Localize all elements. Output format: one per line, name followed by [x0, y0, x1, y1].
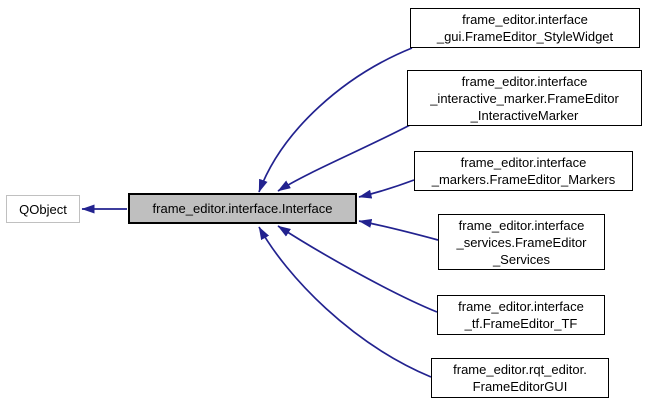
- node-services-label: frame_editor.interface _services.FrameEd…: [452, 217, 590, 268]
- node-services[interactable]: frame_editor.interface _services.FrameEd…: [438, 214, 605, 270]
- node-qobject: QObject: [6, 195, 80, 223]
- node-stylewidget-label: frame_editor.interface _gui.FrameEditor_…: [433, 11, 617, 45]
- node-rqteditor-line-2: FrameEditorGUI: [472, 379, 568, 394]
- node-interface-current[interactable]: frame_editor.interface.Interface: [128, 193, 357, 224]
- node-rqteditor[interactable]: frame_editor.rqt_editor. FrameEditorGUI: [431, 358, 609, 398]
- node-markers-line-1: frame_editor.interface: [460, 155, 587, 170]
- node-services-line-2: _services.FrameEditor: [456, 234, 587, 250]
- edge-markers-to-interface: [358, 179, 415, 199]
- node-interactivemarker-line-1: frame_editor.interface: [461, 73, 588, 89]
- node-interactivemarker[interactable]: frame_editor.interface _interactive_mark…: [407, 70, 642, 126]
- node-services-line-1: frame_editor.interface: [458, 217, 585, 233]
- node-markers[interactable]: frame_editor.interface _markers.FrameEdi…: [414, 151, 633, 191]
- node-interactivemarker-line-3: _InteractiveMarker: [470, 107, 579, 123]
- node-rqteditor-line-1: frame_editor.rqt_editor.: [453, 362, 587, 377]
- node-stylewidget-line-1: frame_editor.interface: [462, 12, 588, 27]
- node-tf-label: frame_editor.interface _tf.FrameEditor_T…: [454, 298, 588, 332]
- node-interactivemarker-label: frame_editor.interface _interactive_mark…: [426, 73, 623, 124]
- node-tf-line-2: _tf.FrameEditor_TF: [464, 316, 578, 331]
- edge-tf-to-interface: [277, 225, 438, 313]
- node-tf-line-1: frame_editor.interface: [458, 299, 584, 314]
- node-services-line-3: _Services: [492, 251, 551, 267]
- node-rqteditor-label: frame_editor.rqt_editor. FrameEditorGUI: [449, 361, 591, 395]
- node-interactivemarker-line-2: _interactive_marker.FrameEditor: [430, 90, 619, 106]
- edge-stylewidget-to-interface: [258, 47, 413, 193]
- node-qobject-label: QObject: [15, 201, 71, 218]
- edge-interactivemarker-to-interface: [277, 124, 411, 192]
- node-interface-line: frame_editor.interface.Interface: [152, 201, 333, 216]
- edge-services-to-interface: [358, 218, 439, 241]
- node-stylewidget[interactable]: frame_editor.interface _gui.FrameEditor_…: [410, 8, 640, 48]
- node-tf[interactable]: frame_editor.interface _tf.FrameEditor_T…: [437, 295, 605, 335]
- node-qobject-line: QObject: [19, 201, 67, 217]
- node-markers-line-2: _markers.FrameEditor_Markers: [431, 172, 616, 187]
- node-interface-label: frame_editor.interface.Interface: [149, 200, 337, 217]
- node-stylewidget-line-2: _gui.FrameEditor_StyleWidget: [436, 29, 614, 44]
- edge-rqteditor-to-interface: [258, 226, 432, 378]
- node-markers-label: frame_editor.interface _markers.FrameEdi…: [428, 154, 620, 188]
